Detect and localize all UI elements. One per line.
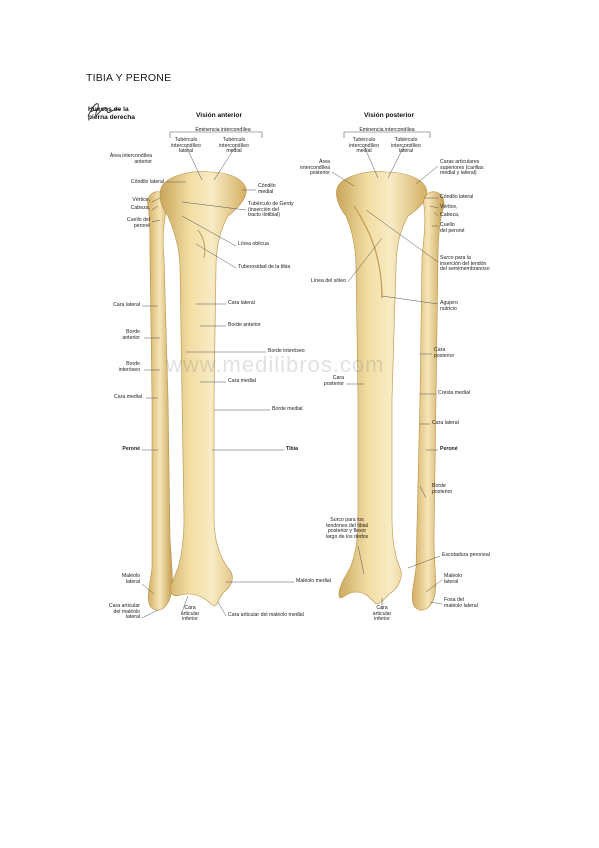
label-cara-articular-maleolo-lateral: Cara articular del maléolo lateral: [108, 603, 140, 621]
label-perone-posterior: Peroné: [440, 446, 458, 452]
label-cara-posterior-tibia: Cara posterior: [323, 375, 344, 387]
label-cabeza-posterior: Cabeza,: [440, 212, 460, 218]
posterior-fibula: [412, 191, 445, 611]
label-tuberculo-lateral-posterior: Tubérculo intercondíleo lateral: [391, 137, 421, 155]
label-fosa-maleolo-lateral: Fosa del maléolo lateral: [444, 597, 478, 609]
label-caras-articulares: Caras articulares superiores (carillas m…: [440, 159, 484, 177]
watermark: www.medilibros.com: [166, 352, 385, 377]
bones-illustration: [141, 131, 445, 619]
label-surco-tendones: Surco para los tendones del tibial poste…: [325, 517, 369, 540]
page-title: TIBIA Y PERONE: [86, 72, 172, 84]
label-area-intercondilea-posterior: Área intercondílea posterior: [300, 159, 330, 177]
anterior-heading: Visión anterior: [195, 112, 243, 119]
posterior-leader-lines: [331, 145, 443, 610]
posterior-tibia: [336, 171, 428, 605]
label-linea-oblicua: Línea oblicua: [238, 241, 269, 247]
label-cara-posterior-fibula: Cara posterior: [434, 347, 455, 359]
label-gerdy: Tubérculo de Gerdy (inserción del tracto…: [248, 201, 294, 219]
label-tuberculo-medial-posterior: Tubérculo intercondíleo medial: [349, 137, 379, 155]
posterior-eminencia-bracket: [343, 131, 431, 138]
label-tuberculo-medial-anterior: Tubérculo intercondíleo medial: [219, 137, 249, 155]
label-maleolo-lateral-posterior: Maléolo lateral: [444, 573, 463, 585]
label-borde-medial: Borde medial: [272, 406, 303, 412]
label-tibia: Tibia: [286, 446, 299, 452]
label-condilo-lateral-anterior: Cóndilo lateral: [130, 179, 164, 185]
anterior-fibula: [147, 191, 173, 611]
label-borde-anterior-fibula: Borde anterior: [122, 329, 140, 341]
label-cara-articular-inferior-anterior: Cara articular inferior: [180, 605, 200, 623]
label-eminencia-anterior: Eminencia intercondílea: [195, 127, 251, 133]
label-condilo-medial: Cóndilo medial: [258, 183, 276, 195]
anterior-tibia: [159, 171, 247, 607]
anterior-eminencia-bracket: [169, 131, 263, 138]
label-cara-lateral-tibia: Cara lateral: [228, 300, 255, 306]
label-tuberculo-lateral-anterior: Tubérculo intercondíleo lateral: [171, 137, 201, 155]
label-cuello-perone-anterior: Cuello del peroné: [126, 217, 150, 229]
label-area-intercondilea-anterior: Área intercondílea anterior: [109, 153, 152, 165]
label-perone-anterior: Peroné: [122, 446, 140, 452]
label-vertice-posterior: Vértice,: [440, 204, 458, 210]
label-eminencia-posterior: Eminencia intercondílea: [359, 127, 415, 133]
label-cara-articular-maleolo-medial: Cara articular del maléolo medial: [228, 612, 304, 618]
label-borde-posterior: Borde posterior: [432, 483, 453, 495]
label-linea-soleo: Línea del sóleo: [310, 278, 346, 284]
label-tuberosidad: Tuberosidad de la tibia: [238, 264, 291, 270]
anatomy-plate: Huesos de la pierna derecha Visión anter…: [86, 98, 516, 643]
label-cara-medial-fibula: Cara medial: [114, 394, 142, 400]
label-vertice-anterior: Vértice,: [132, 197, 150, 203]
label-cara-medial-tibia: Cara medial: [228, 378, 256, 384]
anterior-leader-lines: [141, 145, 294, 619]
label-cabeza-anterior: Cabeza,: [130, 205, 150, 211]
posterior-heading: Visión posterior: [363, 112, 415, 119]
label-escotadura-peroneal: Escotadura peroneal: [442, 552, 490, 558]
label-borde-interoseo: Borde interóseo: [268, 348, 305, 354]
label-surco-semimembranoso: Surco para la inserción del tendón del s…: [440, 255, 490, 273]
label-cara-articular-inferior-posterior: Cara articular inferior: [372, 605, 392, 623]
label-borde-anterior-tibia: Borde anterior: [228, 322, 261, 328]
label-cara-lateral-fibula: Cara lateral: [113, 302, 140, 308]
label-borde-interoseo-fibula: Borde interóseo: [118, 361, 140, 373]
label-maleolo-lateral-anterior: Maléolo lateral: [121, 573, 140, 585]
label-cresta-medial: Cresta medial: [438, 390, 471, 396]
label-maleolo-medial: Maléolo medial: [296, 578, 331, 584]
artist-signature: [87, 103, 121, 117]
label-agujero-nutricio: Agujero nutricio: [440, 300, 458, 312]
label-cara-lateral-posterior: Cara lateral: [432, 420, 459, 426]
label-cuello-perone-posterior: Cuello del peroné: [440, 222, 465, 234]
label-condilo-lateral-posterior: Cóndilo lateral: [440, 194, 474, 200]
